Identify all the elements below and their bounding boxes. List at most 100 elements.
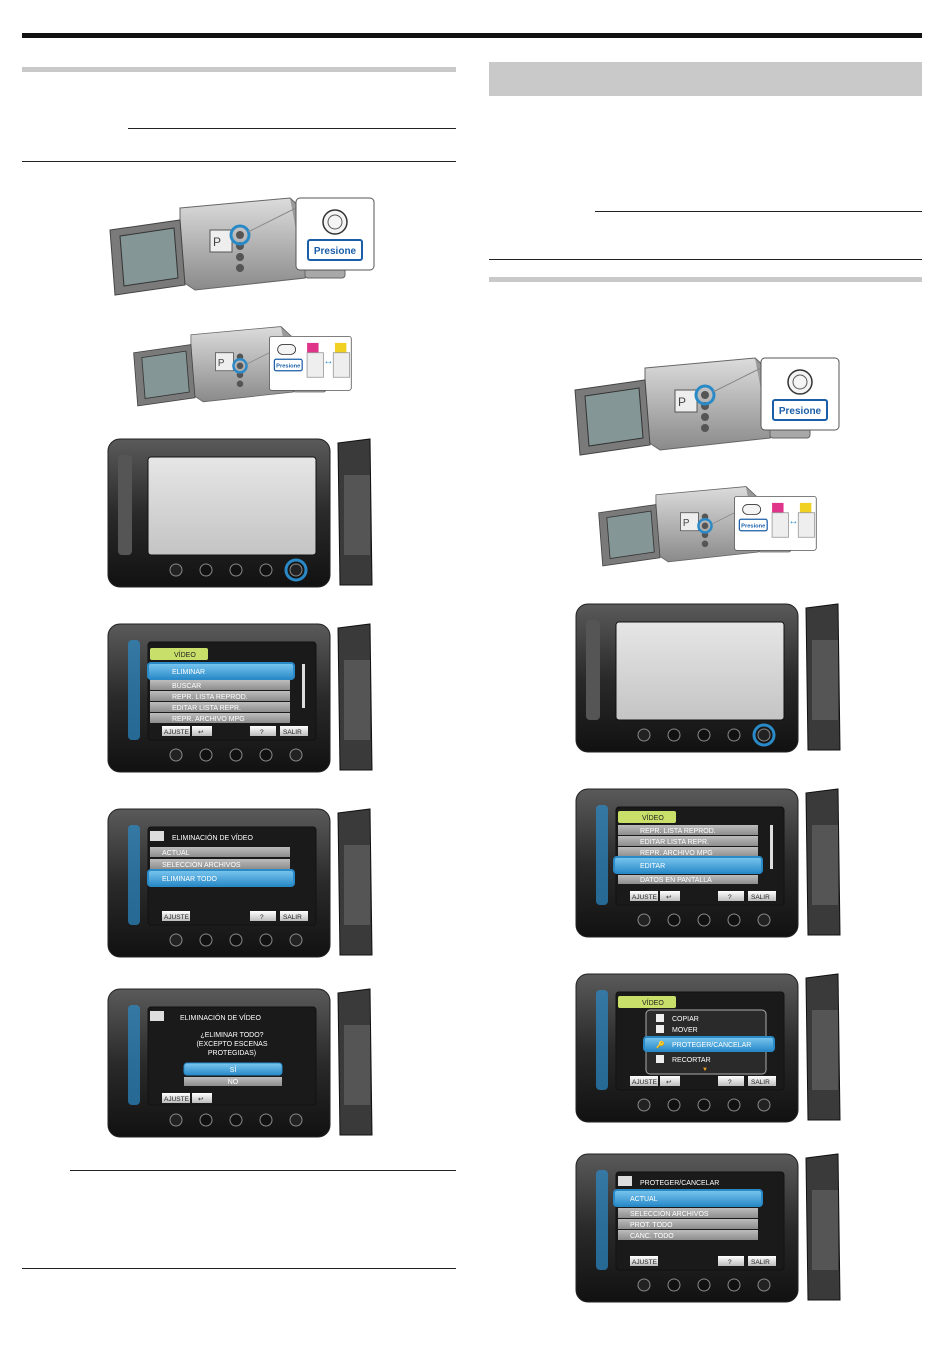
top-rule [22, 33, 922, 38]
back-icon: ↩ [198, 729, 204, 736]
svg-text:SÍ: SÍ [230, 1065, 237, 1074]
step-rule-right [489, 259, 922, 260]
highlight-ring [229, 224, 251, 246]
touch-slider [118, 455, 132, 555]
svg-text:AJUSTE: AJUSTE [632, 1259, 658, 1266]
lcd-menu-left: VÍDEO ELIMINAR BUSCAR REPR. LISTA REPROD… [107, 623, 373, 773]
svg-text:PROTEGER/CANCELAR: PROTEGER/CANCELAR [640, 1180, 719, 1187]
press-label: Presione [314, 246, 357, 257]
bottom-rule-left [22, 1268, 456, 1269]
svg-text:?: ? [728, 894, 732, 901]
step-rule-left [22, 161, 456, 162]
svg-text:SALIR: SALIR [283, 729, 302, 736]
svg-text:CANC. TODO: CANC. TODO [630, 1233, 674, 1240]
menu-item-highlight [147, 662, 295, 680]
section-bar-left [22, 67, 456, 72]
svg-text:REPR. ARCHIVO MPG: REPR. ARCHIVO MPG [172, 716, 245, 723]
video-mode-icon [307, 342, 319, 353]
svg-text:?: ? [260, 914, 264, 921]
video-icon [618, 1176, 632, 1186]
svg-text:REPR. LISTA REPROD.: REPR. LISTA REPROD. [172, 694, 248, 701]
section-bar-right [489, 277, 922, 282]
no-option [184, 1077, 282, 1086]
lcd-edit-submenu: VÍDEO COPIAR MOVER 🔑 PROTEGER/CANCELAR R… [575, 973, 841, 1123]
svg-text:PROT. TODO: PROT. TODO [630, 1222, 673, 1229]
svg-text:ELIMINACIÓN DE VÍDEO: ELIMINACIÓN DE VÍDEO [172, 833, 253, 842]
svg-text:EDITAR: EDITAR [640, 863, 665, 870]
lcd-buttons-row [169, 558, 308, 582]
mode-button-icon [277, 344, 297, 355]
mode-button-icon [742, 504, 762, 515]
menu-item-highlight [613, 856, 763, 874]
svg-text:ACTUAL: ACTUAL [630, 1196, 658, 1203]
scroll-down-icon: ▼ [702, 1067, 708, 1073]
key-icon: 🔑 [656, 1040, 665, 1049]
svg-text:EDITAR LISTA REPR.: EDITAR LISTA REPR. [640, 839, 709, 846]
menu-item-highlight [643, 1036, 775, 1052]
svg-text:VÍDEO: VÍDEO [174, 650, 196, 659]
svg-text:ELIMINAR: ELIMINAR [172, 669, 205, 676]
camcorder-illustration-left-2: Presione ↔ [133, 326, 352, 407]
photo-mode-icon [334, 342, 347, 353]
note-rule-left [128, 128, 456, 129]
svg-text:¿ELIMINAR TODO?: ¿ELIMINAR TODO? [200, 1032, 263, 1039]
svg-text:AJUSTE: AJUSTE [164, 729, 190, 736]
svg-text:ELIMINAR TODO: ELIMINAR TODO [162, 876, 218, 883]
menu-item-highlight [147, 869, 295, 887]
svg-text:MOVER: MOVER [672, 1027, 698, 1034]
svg-text:SALIR: SALIR [751, 894, 770, 901]
power-button-icon [787, 369, 813, 395]
svg-text:AJUSTE: AJUSTE [632, 894, 658, 901]
svg-text:SELECCIÓN ARCHIVOS: SELECCIÓN ARCHIVOS [162, 860, 241, 869]
svg-text:VÍDEO: VÍDEO [642, 998, 664, 1007]
video-icon [150, 831, 164, 841]
svg-text:?: ? [728, 1259, 732, 1266]
svg-text:SELECCIÓN ARCHIVOS: SELECCIÓN ARCHIVOS [630, 1209, 709, 1218]
svg-text:Presione: Presione [741, 523, 765, 529]
move-icon [656, 1025, 664, 1033]
svg-text:SALIR: SALIR [751, 1079, 770, 1086]
photo-mode-icon [799, 502, 812, 513]
camcorder-illustration-right-2: Presione ↔ [598, 486, 817, 567]
svg-text:COPIAR: COPIAR [672, 1016, 699, 1023]
svg-text:ELIMINACIÓN DE VÍDEO: ELIMINACIÓN DE VÍDEO [180, 1013, 261, 1022]
video-mode-icon [772, 502, 784, 513]
camcorder-illustration-left-1: Presione [109, 197, 375, 296]
svg-text:SALIR: SALIR [751, 1259, 770, 1266]
svg-text:?: ? [260, 729, 264, 736]
svg-text:?: ? [728, 1079, 732, 1086]
svg-text:Presione: Presione [779, 406, 822, 417]
touch-slider [128, 640, 140, 740]
svg-text:Presione: Presione [276, 363, 300, 369]
lcd-menu-right: VÍDEO REPR. LISTA REPROD. EDITAR LISTA R… [575, 788, 841, 938]
svg-text:AJUSTE: AJUSTE [632, 1079, 658, 1086]
note-rule-right [595, 211, 922, 212]
caution-rule-left [70, 1170, 456, 1171]
lcd-delete-menu: ELIMINACIÓN DE VÍDEO ACTUAL SELECCIÓN AR… [107, 808, 373, 958]
svg-text:PROTEGIDAS): PROTEGIDAS) [208, 1050, 256, 1057]
svg-text:RECORTAR: RECORTAR [672, 1057, 711, 1064]
lcd-confirm: ELIMINACIÓN DE VÍDEO ¿ELIMINAR TODO? (EX… [107, 988, 373, 1138]
svg-text:REPR. LISTA REPROD.: REPR. LISTA REPROD. [640, 828, 716, 835]
menu-item-highlight [613, 1189, 763, 1207]
svg-text:AJUSTE: AJUSTE [164, 914, 190, 921]
toggle-arrow-icon: ↔ [788, 516, 798, 527]
lcd-blank-left [107, 438, 373, 588]
copy-icon [656, 1014, 664, 1022]
svg-text:EDITAR LISTA REPR.: EDITAR LISTA REPR. [172, 705, 241, 712]
back-icon: ↩ [198, 1096, 204, 1103]
lcd-blank-right [575, 603, 841, 753]
svg-text:(EXCEPTO ESCENAS: (EXCEPTO ESCENAS [196, 1041, 267, 1048]
back-icon: ↩ [666, 1079, 672, 1086]
camcorder-illustration-right-1: Presione [574, 357, 840, 456]
power-button-icon [322, 209, 348, 235]
back-icon: ↩ [666, 894, 672, 901]
lcd-protect-menu: PROTEGER/CANCELAR ACTUAL SELECCIÓN ARCHI… [575, 1153, 841, 1303]
toggle-arrow-icon: ↔ [323, 356, 333, 367]
svg-text:NO: NO [228, 1079, 239, 1086]
svg-text:AJUSTE: AJUSTE [164, 1096, 190, 1103]
menu-button-highlight [752, 723, 776, 747]
svg-text:REPR. ARCHIVO MPG: REPR. ARCHIVO MPG [640, 850, 713, 857]
svg-text:DATOS EN PANTALLA: DATOS EN PANTALLA [640, 877, 712, 884]
svg-text:PROTEGER/CANCELAR: PROTEGER/CANCELAR [672, 1042, 751, 1049]
